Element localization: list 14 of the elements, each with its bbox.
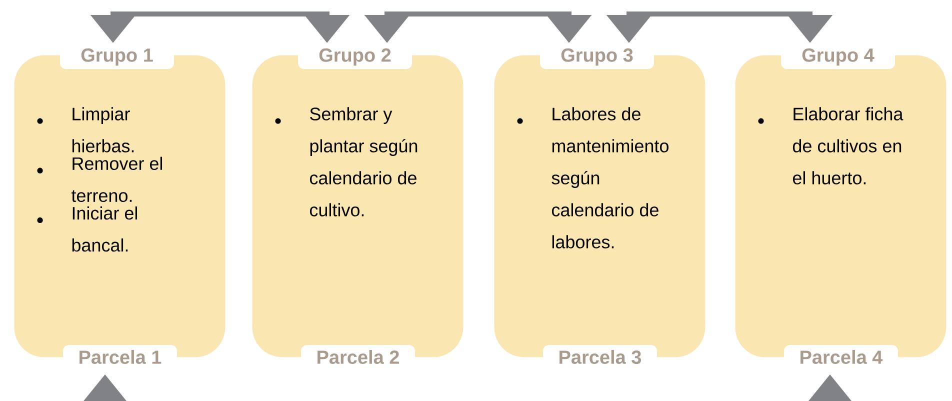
heading-tab: Grupo 1 xyxy=(60,45,174,69)
bullet-item: Sembrar y plantar según calendario de cultivo. xyxy=(275,107,418,216)
bullet-item: Labores de mantenimiento según calendario de labores. xyxy=(517,107,668,248)
bullet-item: Elaborar ficha de cultivos en el huerto. xyxy=(758,107,904,184)
heading-tab: Grupo 2 xyxy=(298,45,412,69)
bullet-item: Iniciar el bancal. xyxy=(37,206,137,252)
heading-tab: Grupo 4 xyxy=(781,45,895,69)
footer-tab: Parcela 4 xyxy=(784,344,898,369)
bullet-item: Limpiar hierbas. xyxy=(37,107,134,152)
bullet-item: Remover el terreno. xyxy=(37,156,162,202)
footer-tab: Parcela 1 xyxy=(63,344,178,369)
footer-tab: Parcela 2 xyxy=(301,344,415,369)
heading-tab: Grupo 3 xyxy=(540,45,654,69)
footer-tab: Parcela 3 xyxy=(543,344,657,369)
